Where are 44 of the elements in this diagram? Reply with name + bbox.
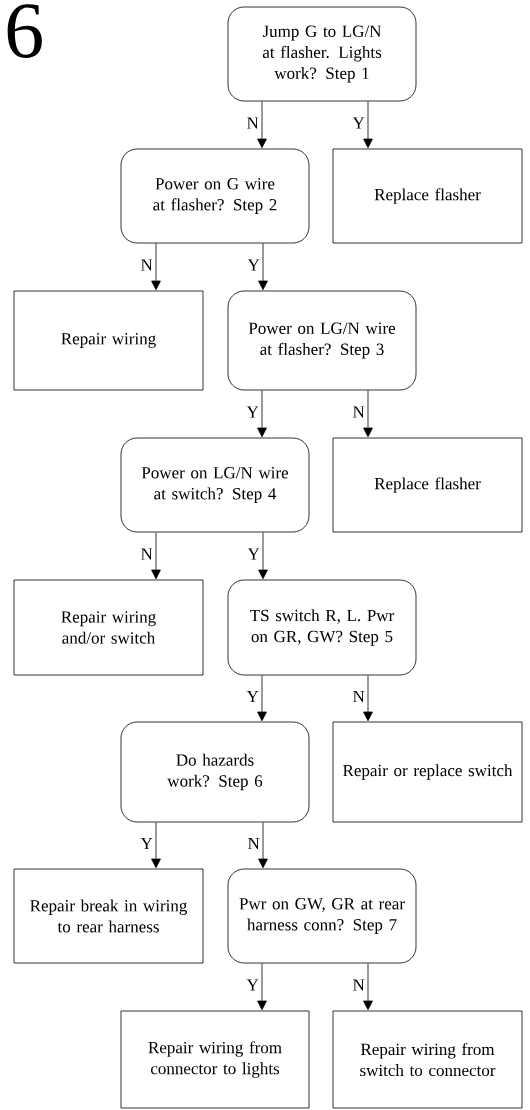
arrow: [363, 101, 373, 149]
edge-label: N: [141, 259, 153, 271]
arrow: [257, 101, 267, 149]
action-box: Repair wiring from switch to connector: [332, 1010, 523, 1109]
edge-label: Y: [247, 548, 260, 560]
edge-label: Y: [246, 406, 259, 418]
action-box: Repair wiring: [13, 290, 204, 391]
decision-box: Do hazards work? Step 6: [120, 721, 310, 823]
action-box: Replace flasher: [332, 437, 523, 533]
arrow: [257, 390, 267, 438]
arrow: [363, 963, 373, 1011]
arrow: [258, 822, 268, 869]
edge-label: N: [353, 406, 365, 418]
arrow: [258, 243, 268, 291]
action-box: Repair wiring and/or switch: [13, 579, 204, 676]
decision-box: TS switch R, L. Pwr on GR, GW? Step 5: [227, 579, 417, 676]
decision-box: Power on G wire at flasher? Step 2: [120, 148, 310, 244]
edge-label: N: [247, 117, 259, 129]
edge-label: N: [248, 837, 260, 850]
decision-box: Power on LG/N wire at flasher? Step 3: [227, 290, 417, 391]
arrow: [258, 532, 268, 580]
edge-label: N: [141, 548, 153, 560]
figure-number: 6: [7, 4, 42, 58]
edge-label: N: [353, 979, 365, 991]
decision-box: Pwr on GW, GR at rear harness conn? Step 7: [227, 868, 417, 964]
arrow: [363, 390, 373, 438]
arrow: [151, 532, 161, 580]
decision-box: Jump G to LG/N at flasher. Lights work? Step 1: [227, 6, 417, 102]
edge-label: Y: [140, 837, 153, 850]
arrow: [363, 675, 373, 722]
decision-box: Power on LG/N wire at switch? Step 4: [120, 437, 310, 533]
edge-label: Y: [352, 117, 365, 129]
arrow: [257, 675, 267, 722]
arrow: [257, 963, 267, 1011]
action-box: Repair break in wiring to rear harness: [13, 868, 204, 964]
arrow: [151, 243, 161, 291]
edge-label: Y: [246, 979, 259, 991]
edge-label: Y: [246, 690, 259, 703]
edge-label: Y: [247, 259, 260, 271]
action-box: Replace flasher: [332, 148, 523, 244]
action-box: Repair or replace switch: [332, 721, 523, 823]
arrow: [151, 822, 161, 869]
action-box: Repair wiring from connector to lights: [120, 1010, 310, 1109]
edge-label: N: [353, 690, 365, 703]
